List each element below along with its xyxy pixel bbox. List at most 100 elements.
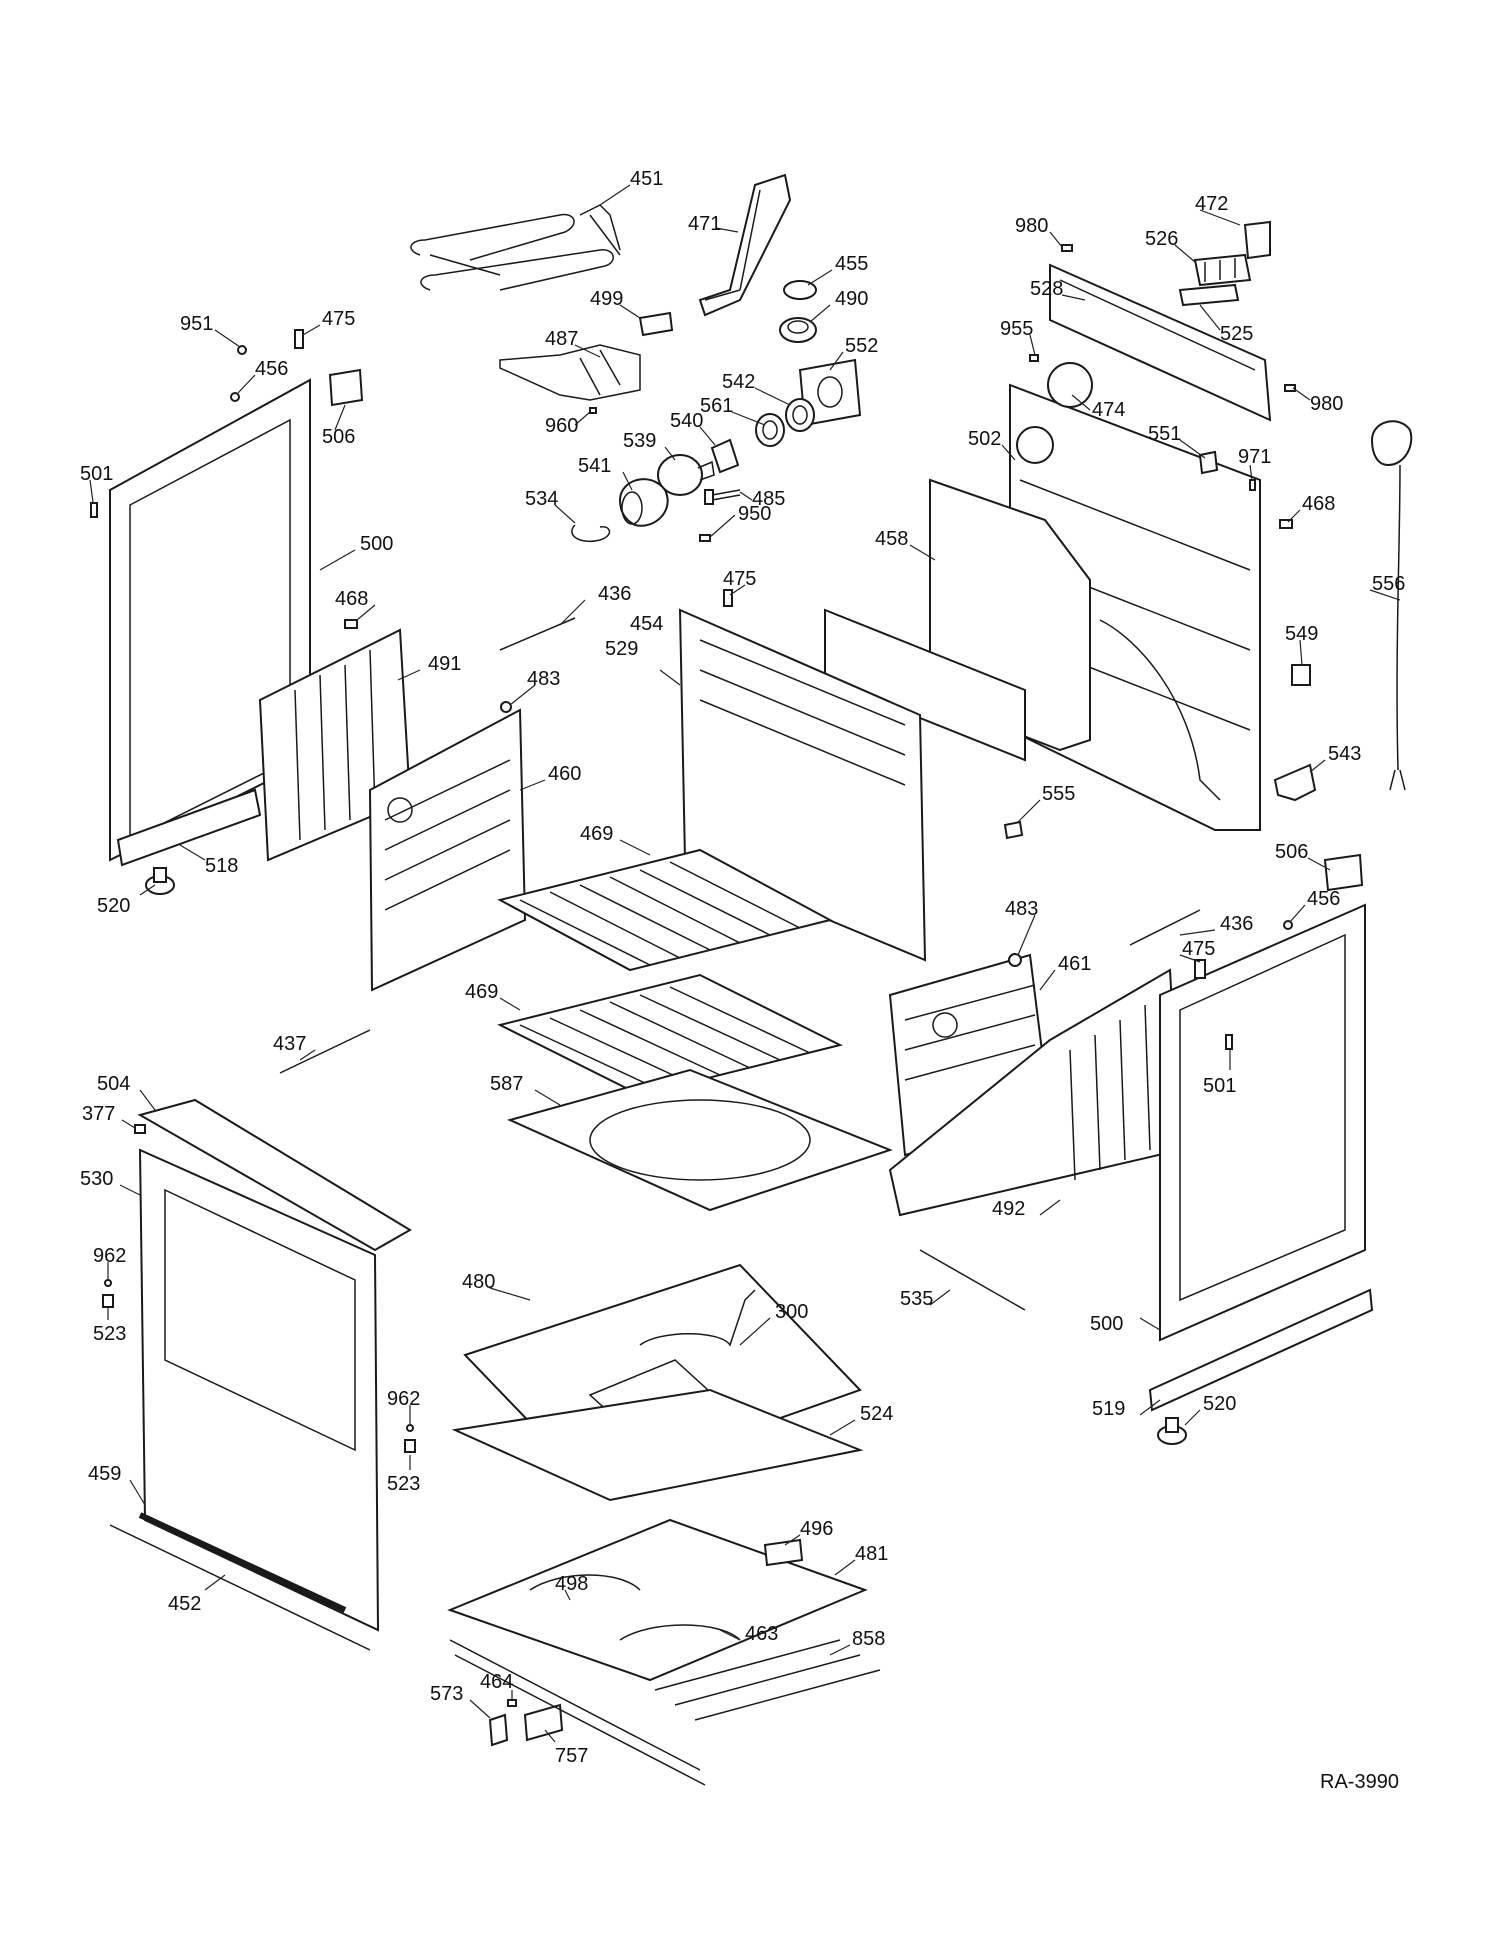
fan-490 [779, 317, 817, 343]
part-number-label: 526 [1145, 228, 1178, 250]
part-number-label: 528 [1030, 278, 1063, 300]
bracket-472 [1243, 220, 1271, 260]
part-number-label: 471 [688, 213, 721, 235]
part-number-label: 525 [1220, 323, 1253, 345]
thermostat-487 [499, 344, 641, 401]
clip-475-center [723, 589, 733, 607]
part-number-label: 555 [1042, 783, 1075, 805]
part-number-label: 483 [1005, 898, 1038, 920]
part-number-label: 463 [745, 1623, 778, 1645]
part-number-label: 460 [548, 763, 581, 785]
part-number-label: 502 [968, 428, 1001, 450]
part-number-label: 498 [555, 1573, 588, 1595]
part-number-label: 469 [580, 823, 613, 845]
part-number-label: 464 [480, 1671, 513, 1693]
screw-955 [1029, 354, 1039, 362]
part-number-label: 455 [835, 253, 868, 275]
part-number-label: 556 [1372, 573, 1405, 595]
bracket-525 [1178, 283, 1240, 307]
bracket-496 [763, 1538, 804, 1567]
vent-duct-471 [698, 173, 792, 317]
screw-485 [704, 489, 741, 505]
screw-951 [237, 345, 247, 355]
gasket-strip-459 [138, 1512, 347, 1613]
part-number-label: 500 [1090, 1313, 1123, 1335]
part-number-label: 472 [1195, 193, 1228, 215]
rail-bottom [449, 1639, 706, 1786]
part-number-label: 534 [525, 488, 558, 510]
part-number-label: 529 [605, 638, 638, 660]
part-number-label: 950 [738, 503, 771, 525]
part-number-label: 468 [1302, 493, 1335, 515]
clip-523-right [404, 1439, 416, 1453]
screw-960 [589, 407, 597, 414]
part-number-label: 377 [82, 1103, 115, 1125]
bracket-543 [1273, 763, 1317, 802]
screw-464 [507, 1699, 517, 1707]
ring-561 [755, 413, 785, 447]
part-number-label: 468 [335, 588, 368, 610]
part-number-label: 485 [752, 488, 785, 510]
wire-clip-534 [571, 524, 611, 542]
screw-950 [699, 534, 711, 542]
lens-cover-541 [618, 478, 669, 527]
part-number-label: 504 [97, 1073, 130, 1095]
rail-519 [1148, 1288, 1374, 1412]
part-number-label: 573 [430, 1683, 463, 1705]
part-number-label: 490 [835, 288, 868, 310]
clip-475-left [294, 329, 304, 349]
part-number-label: 456 [1307, 888, 1340, 910]
block-506-right [1323, 853, 1364, 892]
part-number-label: 523 [93, 1323, 126, 1345]
part-number-label: 541 [578, 455, 611, 477]
clip-551 [1198, 450, 1219, 475]
part-number-label: 451 [630, 168, 663, 190]
part-number-label: 483 [527, 668, 560, 690]
rod-436-left [499, 617, 576, 651]
trim-strip-452 [109, 1524, 371, 1651]
part-number-label: 437 [273, 1033, 306, 1055]
part-number-label: 469 [465, 981, 498, 1003]
part-number-label: 436 [1220, 913, 1253, 935]
part-number-label: 501 [80, 463, 113, 485]
part-number-label: 980 [1015, 215, 1048, 237]
part-number-label: 461 [1058, 953, 1091, 975]
part-number-label: 491 [428, 653, 461, 675]
clip-468-right [1279, 519, 1293, 529]
screw-980-left [1061, 244, 1073, 252]
front-frame-530 [138, 1148, 380, 1632]
leveling-foot-520-right [1157, 1417, 1187, 1445]
oven-rack-469-upper [497, 848, 833, 972]
part-number-label: 757 [555, 1745, 588, 1767]
part-number-label: 587 [490, 1073, 523, 1095]
part-number-label: 436 [598, 583, 631, 605]
part-number-label: 980 [1310, 393, 1343, 415]
part-number-label: 475 [322, 308, 355, 330]
part-number-label: 474 [1092, 399, 1125, 421]
part-number-label: 858 [852, 1628, 885, 1650]
clip-377 [134, 1124, 146, 1134]
part-number-label: 458 [875, 528, 908, 550]
part-number-label: 535 [900, 1288, 933, 1310]
bulb-539 [657, 454, 715, 496]
part-number-label: 492 [992, 1198, 1025, 1220]
part-number-label: 552 [845, 335, 878, 357]
bracket-573 [488, 1713, 509, 1747]
terminal-block-526 [1193, 253, 1252, 287]
leader-lines [89, 184, 1401, 1743]
part-number-label: 454 [630, 613, 663, 635]
part-number-label: 542 [722, 371, 755, 393]
gasket-455 [783, 280, 817, 300]
back-bracket-528 [1049, 263, 1272, 422]
part-number-label: 480 [462, 1271, 495, 1293]
part-number-label: 487 [545, 328, 578, 350]
part-number-label: 530 [80, 1168, 113, 1190]
part-number-label: 452 [168, 1593, 201, 1615]
part-number-label: 971 [1238, 446, 1271, 468]
part-number-label: 481 [855, 1543, 888, 1565]
part-number-label: 549 [1285, 623, 1318, 645]
screw-456-left [230, 392, 240, 402]
block-506-left [328, 368, 364, 407]
part-number-label: 456 [255, 358, 288, 380]
screw-962-left [104, 1279, 112, 1287]
